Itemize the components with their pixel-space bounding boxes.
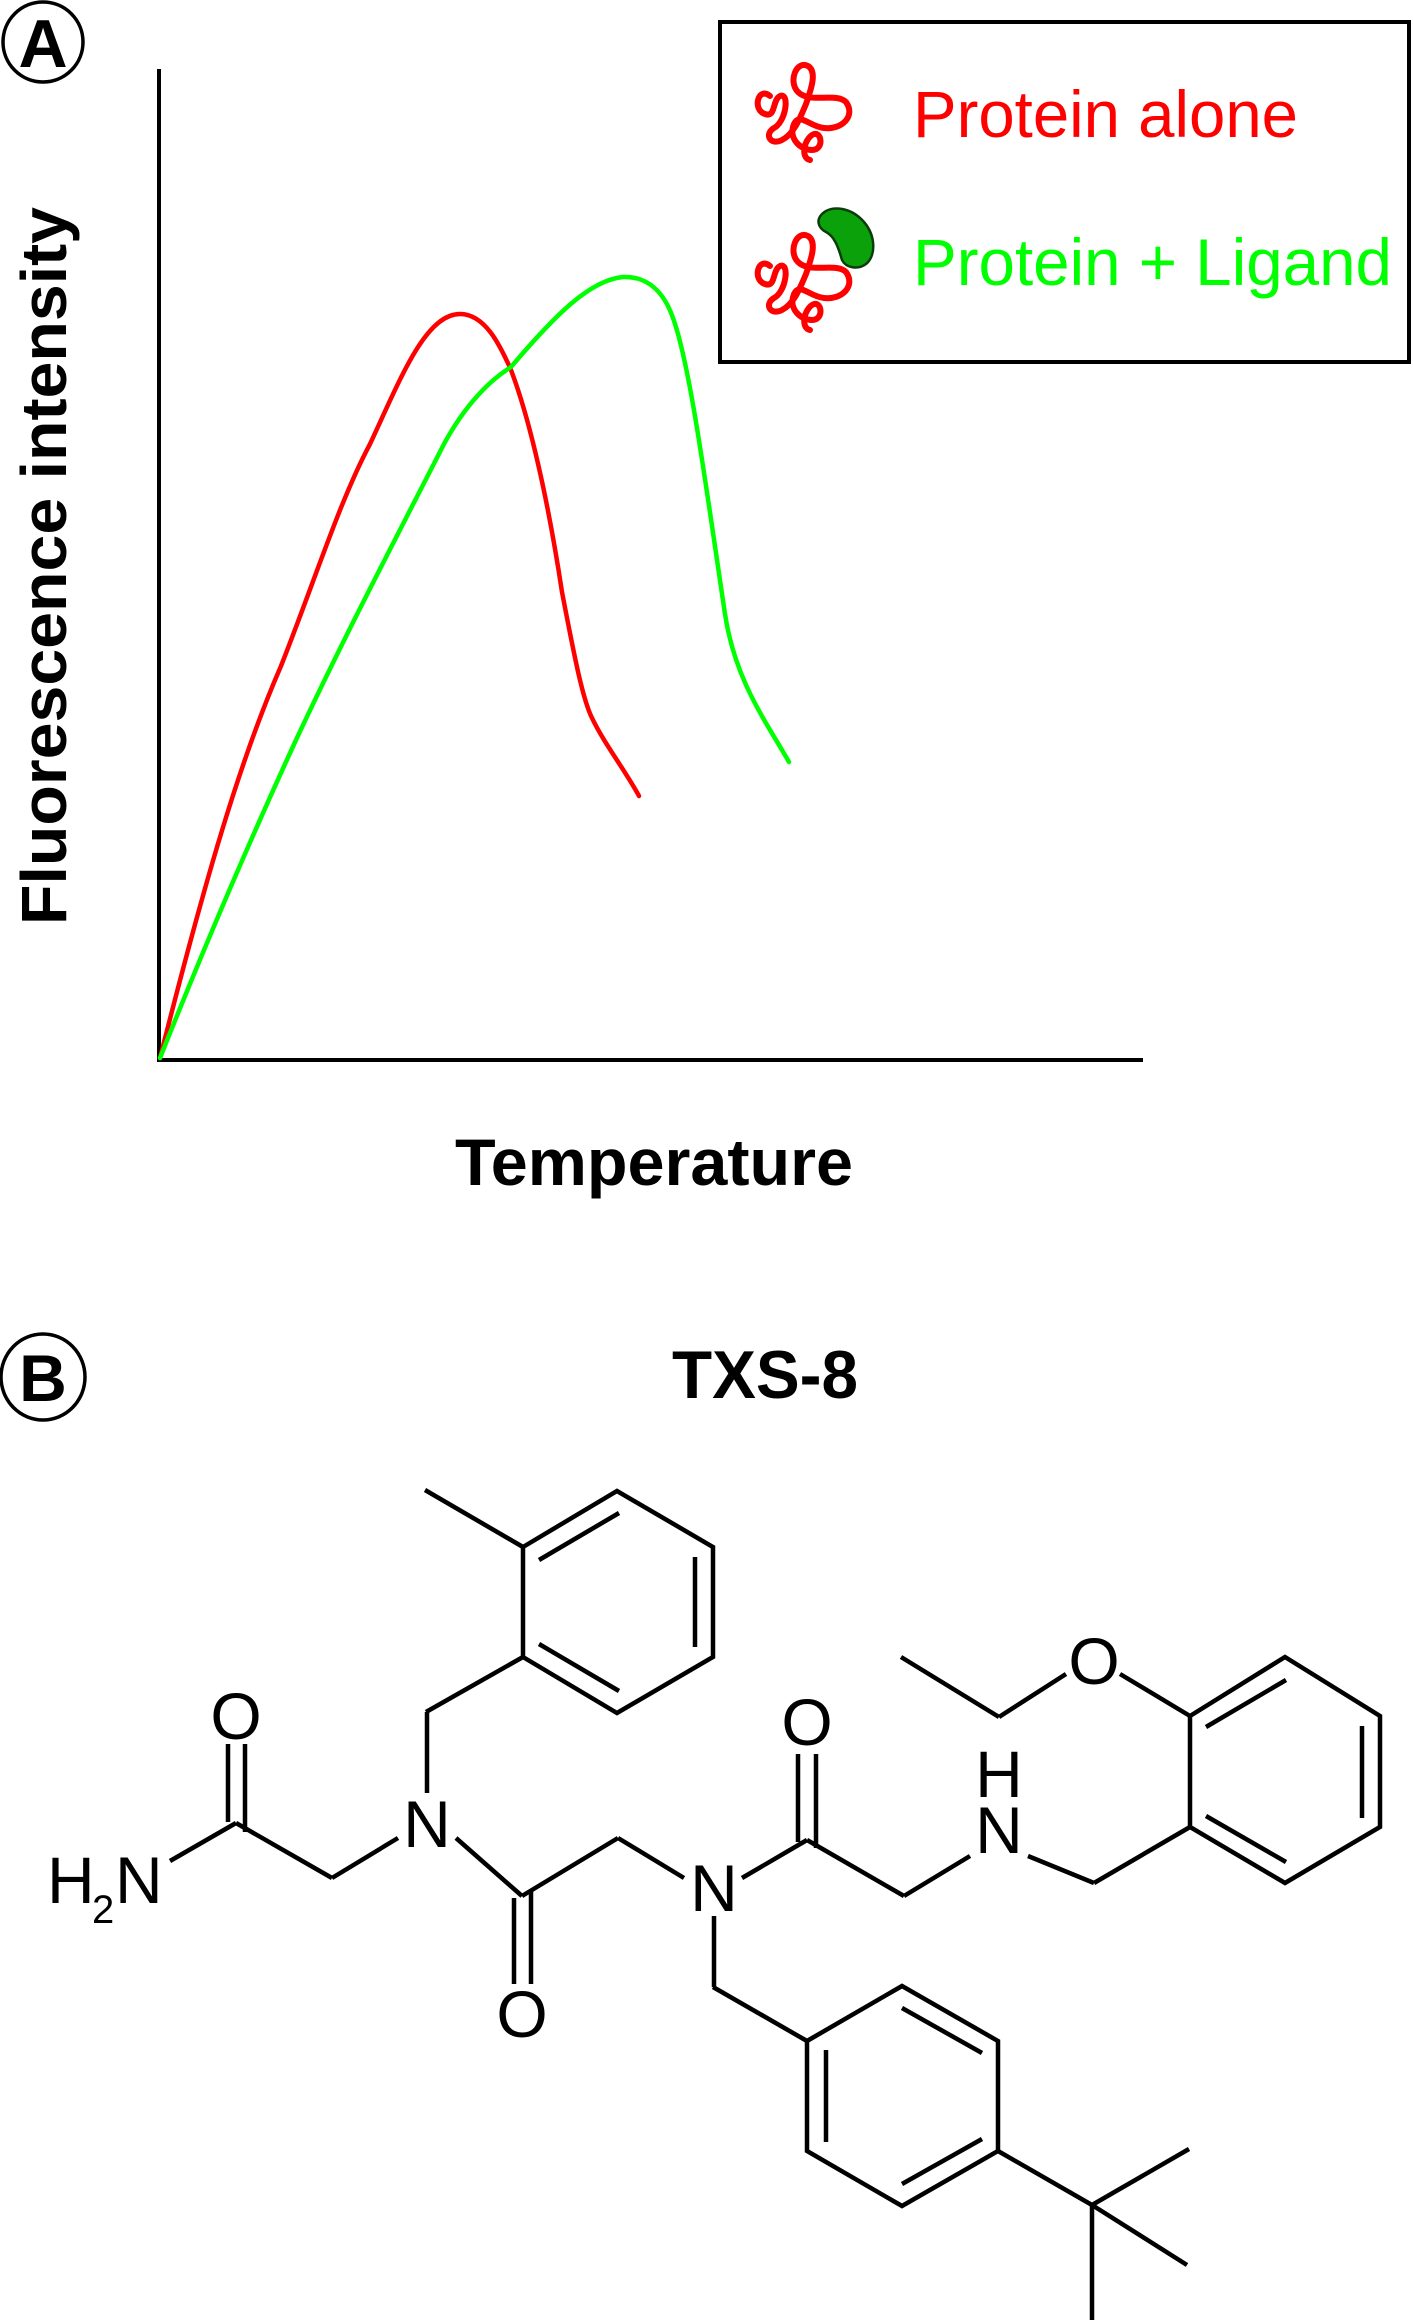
panel-label-text: A <box>18 6 67 82</box>
chemical-structure-txs-8: H 2 N O N O N O H N O <box>47 1488 1383 2320</box>
panel-label-text: B <box>19 1341 67 1415</box>
structure-bonds <box>168 1488 1383 2320</box>
protein-coil-icon <box>754 62 853 163</box>
legend-item-protein-ligand: Protein + Ligand <box>754 207 1392 333</box>
atom-h2n-n: N <box>115 1843 163 1917</box>
panel-label-circle <box>1 0 85 84</box>
panel-label-circle <box>0 1332 87 1422</box>
atom-h2n-subscript: 2 <box>92 1888 114 1932</box>
atom-o-carbonyl-1: O <box>210 1679 261 1753</box>
panel-b: B TXS-8 <box>0 1332 1383 2320</box>
ligand-icon <box>817 207 875 269</box>
series-protein-ligand-line <box>157 274 792 1061</box>
y-axis-label: Fluorescence intensity <box>8 207 80 925</box>
panel-label-b: B <box>0 1332 87 1422</box>
atom-n-1: N <box>403 1787 451 1861</box>
protein-ligand-complex-icon <box>754 207 875 333</box>
atom-o-carbonyl-3: O <box>781 1685 832 1759</box>
x-axis-label: Temperature <box>455 1125 853 1199</box>
panel-a: A Fluorescence intensity Temperature Pro… <box>1 0 1411 1199</box>
legend: Protein alone Protein + Ligand <box>718 20 1411 364</box>
legend-label-protein-ligand: Protein + Ligand <box>913 225 1392 299</box>
series-protein-alone-line <box>157 311 642 1061</box>
atom-nh-n: N <box>975 1793 1023 1867</box>
legend-item-protein-alone: Protein alone <box>754 62 1298 163</box>
protein-coil-icon <box>754 232 853 333</box>
panel-label-a: A <box>1 0 85 84</box>
atom-n-2: N <box>690 1851 738 1925</box>
legend-label-protein-alone: Protein alone <box>913 77 1298 151</box>
atom-o-carbonyl-2: O <box>496 1977 547 2051</box>
atom-nh-h: H <box>975 1737 1023 1811</box>
atom-labels: H 2 N O N O N O H N O <box>47 1624 1120 2051</box>
atom-h2n-h: H <box>47 1843 95 1917</box>
atom-o-ether: O <box>1068 1624 1119 1698</box>
legend-box <box>718 20 1411 364</box>
compound-name: TXS-8 <box>672 1337 858 1413</box>
